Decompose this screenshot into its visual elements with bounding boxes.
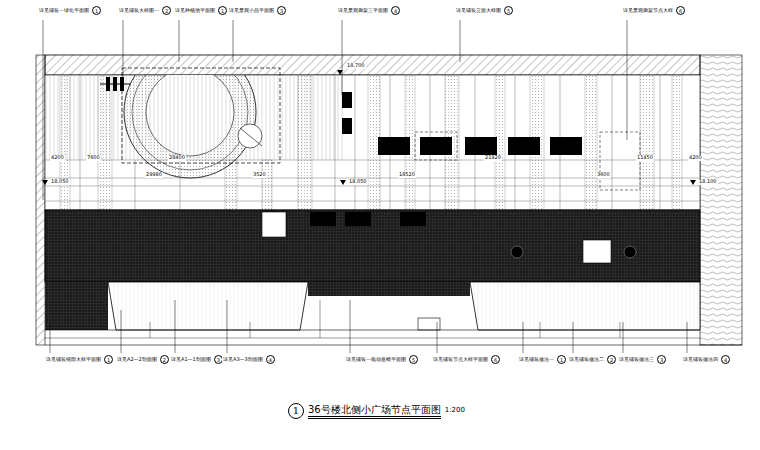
callout-number: 2: [162, 6, 171, 15]
title-number: 1: [288, 403, 304, 419]
callout-text: 详见铺装立面大样图: [455, 8, 502, 14]
callout-number: 5: [409, 355, 418, 364]
callout-text: 详见铺装一绿化平面图: [38, 8, 90, 14]
dimension-text: 29980: [145, 172, 163, 178]
dimension-text: 28400: [168, 155, 186, 161]
callout-number: 6: [491, 355, 500, 364]
callout-number: 4: [721, 355, 730, 364]
callout-number: 6: [676, 6, 685, 15]
callout-text: 详见景观小品平面图: [228, 8, 275, 14]
callout-number: 2: [607, 355, 616, 364]
elevation-text: 18.100: [698, 179, 718, 185]
elevation-text: 18.050: [50, 179, 70, 185]
dimension-text: 7600: [86, 155, 101, 161]
callout-text: 详见铺装一电动座椅平面图: [345, 357, 407, 363]
callout-number: 3: [657, 355, 666, 364]
callout-text: 详见铺装做法四: [682, 357, 719, 363]
callout-text: 详见景观廊架节点大样: [622, 8, 674, 14]
callout-text: 详见A3—3剖面图: [222, 357, 264, 363]
dimension-text: 4200: [50, 155, 65, 161]
callout-text: 详见铺装节点大样平面图: [432, 357, 489, 363]
callout-text: 详见铺装做法三: [618, 357, 655, 363]
dimension-text: 3600: [596, 172, 611, 178]
callout-text: 详见A2—2剖面图: [116, 357, 158, 363]
callout-text: 详见种植池平面图: [174, 8, 216, 14]
elevation-text: 18.700: [346, 63, 366, 69]
callout-number: 4: [266, 355, 275, 364]
drawing-title: 36号楼北侧小广场节点平面图: [308, 404, 441, 419]
callout-number: 4: [391, 6, 400, 15]
callout-number: 1: [92, 6, 101, 15]
dimension-text: 3520: [252, 172, 267, 178]
dimension-text: 21920: [484, 155, 502, 161]
callout-number: 1: [104, 355, 113, 364]
callout-text: 详见铺装做法一: [518, 357, 555, 363]
callout-number: 3: [277, 6, 286, 15]
scale-text: 1:200: [445, 407, 465, 415]
dimension-text: 4200: [688, 155, 703, 161]
callout-text: 详见铺装细部大样平面图: [45, 357, 102, 363]
dimension-text: 11450: [636, 155, 654, 161]
callout-text: 详见铺装做法二: [568, 357, 605, 363]
callout-number: 1: [557, 355, 566, 364]
callout-text: 详见铺装大样图一: [118, 8, 160, 14]
callout-number: 1: [218, 6, 227, 15]
dimension-text: 18520: [398, 172, 416, 178]
callout-number: 2: [160, 355, 169, 364]
callout-number: 5: [504, 6, 513, 15]
elevation-text: 18.050: [348, 179, 368, 185]
callout-text: 详见景观廊架三平面图: [337, 8, 389, 14]
callout-text: 详见A1—1剖面图: [170, 357, 212, 363]
